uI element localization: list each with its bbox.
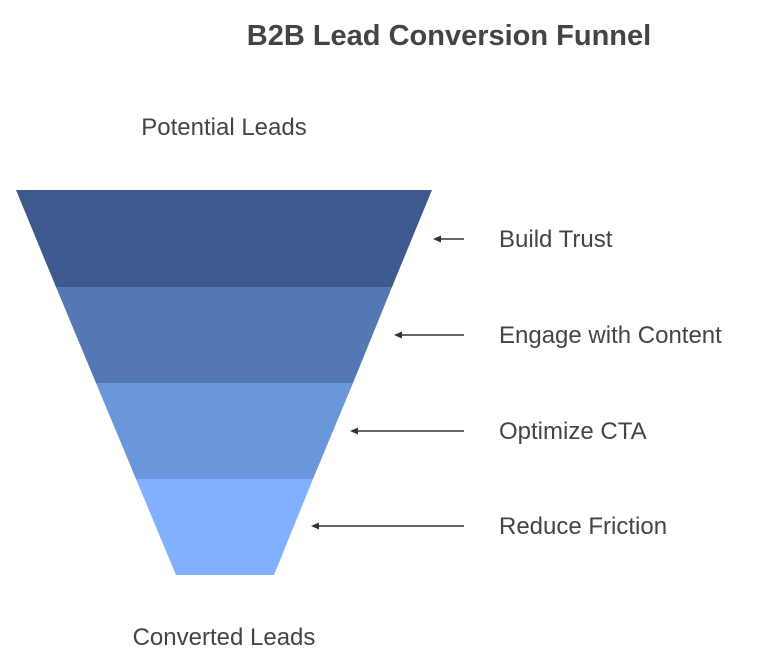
arrow-build-trust — [433, 235, 464, 243]
arrow-optimize-cta — [350, 427, 464, 435]
funnel-stage-optimize-cta — [96, 383, 353, 479]
stage-label-engage-with-content: Engage with Content — [499, 322, 722, 349]
funnel-stage-build-trust — [16, 190, 432, 287]
arrow-reduce-friction — [311, 522, 464, 530]
stage-label-optimize-cta: Optimize CTA — [499, 418, 647, 445]
page-title: B2B Lead Conversion Funnel — [246, 20, 652, 52]
stage-label-build-trust: Build Trust — [499, 226, 613, 253]
title-area: B2B Lead Conversion Funnel — [0, 0, 768, 80]
arrow-engage-with-content — [394, 331, 464, 339]
stage-label-reduce-friction: Reduce Friction — [499, 513, 668, 540]
funnel-stage-engage-with-content — [56, 287, 392, 383]
funnel-bottom-label: Converted Leads — [132, 624, 316, 651]
funnel-stage-reduce-friction — [136, 479, 313, 575]
funnel-top-label: Potential Leads — [141, 114, 307, 141]
